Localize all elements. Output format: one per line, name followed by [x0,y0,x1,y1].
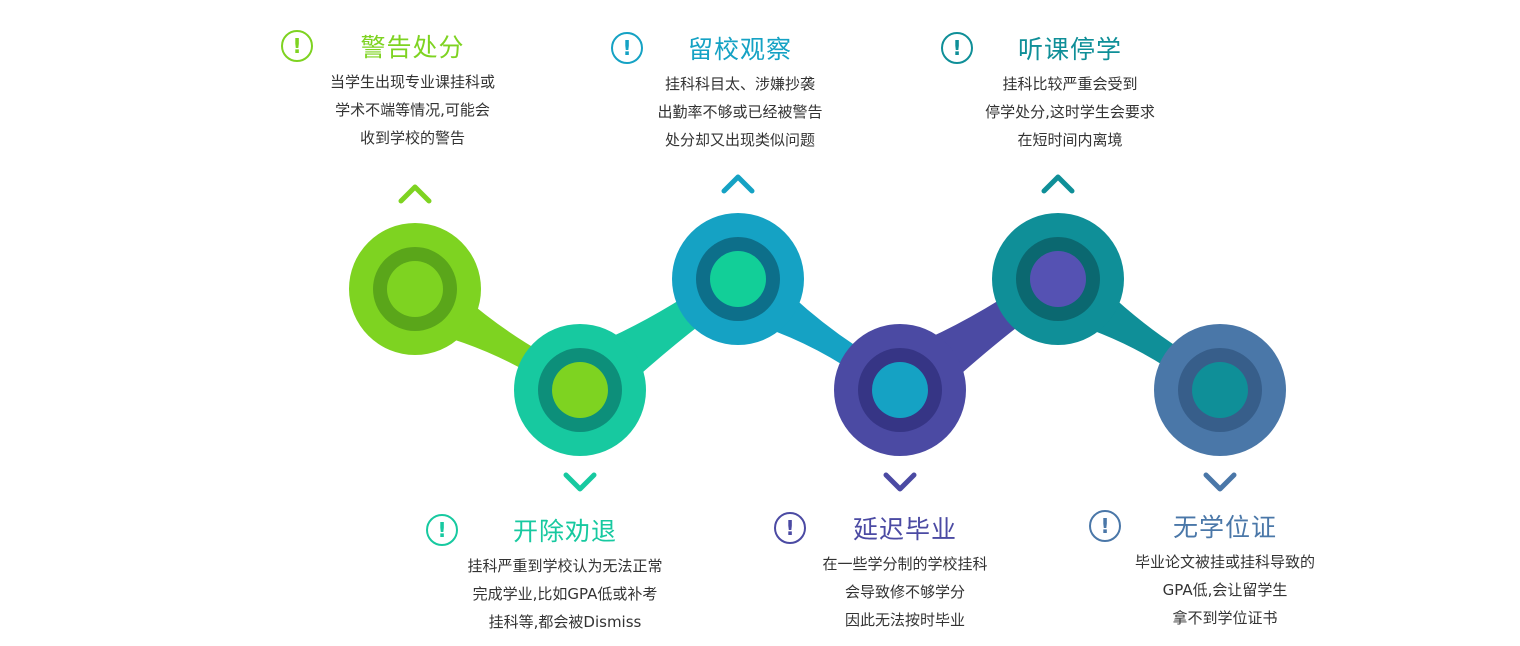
chevron-down-icon [563,472,597,492]
desc-line: 挂科比较严重会受到 [1002,75,1138,93]
node-center [387,261,443,317]
node-center [872,362,928,418]
desc-line: 在一些学分制的学校挂科 [822,555,988,573]
chevron-up-icon [721,174,755,194]
stage-title: 无学位证 [1172,513,1277,542]
desc-line: 在短时间内离境 [1017,131,1123,149]
desc-line: 出勤率不够或已经被警告 [657,103,823,121]
stage-title: 留校观察 [687,35,792,64]
desc-line: 毕业论文被挂或挂科导致的 [1134,553,1315,571]
chevron-up-icon [1041,174,1075,194]
node-center [1192,362,1248,418]
desc-line: 挂科科目太、涉嫌抄袭 [664,75,815,93]
desc-line: 处分却又出现类似问题 [664,131,815,149]
desc-line: 收到学校的警告 [359,129,465,147]
node-center [1030,251,1086,307]
desc-line: 挂科严重到学校认为无法正常 [467,557,663,575]
stage-block-delayed-graduation: ! 延迟毕业 在一些学分制的学校挂科 会导致修不够学分 因此无法按时毕业 [770,510,1040,634]
stage-block-warning: ! 警告处分 当学生出现专业课挂科或 学术不端等情况,可能会 收到学校的警告 [275,28,550,152]
desc-line: 拿不到学位证书 [1172,609,1278,627]
exclamation-circle-icon: ! [941,32,973,64]
stage-description: 当学生出现专业课挂科或 学术不端等情况,可能会 收到学校的警告 [275,68,550,152]
node-center [552,362,608,418]
stage-block-probation: ! 留校观察 挂科科目太、涉嫌抄袭 出勤率不够或已经被警告 处分却又出现类似问题 [605,30,875,154]
stage-description: 毕业论文被挂或挂科导致的 GPA低,会让留学生 拿不到学位证书 [1085,548,1365,632]
stage-description: 挂科严重到学校认为无法正常 完成学业,比如GPA低或补考 挂科等,都会被Dism… [420,552,710,636]
desc-line: 学术不端等情况,可能会 [335,101,490,119]
stage-title: 听课停学 [1017,35,1122,64]
desc-line: GPA低,会让留学生 [1162,581,1288,599]
stage-title: 延迟毕业 [852,515,957,544]
desc-line: 停学处分,这时学生会要求 [985,103,1155,121]
chevron-down-icon [883,472,917,492]
exclamation-circle-icon: ! [774,512,806,544]
exclamation-circle-icon: ! [611,32,643,64]
desc-line: 当学生出现专业课挂科或 [329,73,495,91]
chevron-down-icon [1203,472,1237,492]
desc-line: 会导致修不够学分 [844,583,965,601]
desc-line: 挂科等,都会被Dismiss [488,613,642,631]
desc-line: 因此无法按时毕业 [844,611,965,629]
chevron-up-icon [398,184,432,204]
stage-description: 挂科比较严重会受到 停学处分,这时学生会要求 在短时间内离境 [935,70,1205,154]
exclamation-circle-icon: ! [1089,510,1121,542]
stage-title: 开除劝退 [512,517,617,546]
exclamation-circle-icon: ! [426,514,458,546]
stage-block-no-degree: ! 无学位证 毕业论文被挂或挂科导致的 GPA低,会让留学生 拿不到学位证书 [1085,508,1365,632]
node-center [710,251,766,307]
stage-block-dismissal: ! 开除劝退 挂科严重到学校认为无法正常 完成学业,比如GPA低或补考 挂科等,… [420,512,710,636]
stage-description: 在一些学分制的学校挂科 会导致修不够学分 因此无法按时毕业 [770,550,1040,634]
stage-title: 警告处分 [360,33,465,62]
exclamation-circle-icon: ! [281,30,313,62]
desc-line: 完成学业,比如GPA低或补考 [472,585,658,603]
stage-description: 挂科科目太、涉嫌抄袭 出勤率不够或已经被警告 处分却又出现类似问题 [605,70,875,154]
stage-block-suspension: ! 听课停学 挂科比较严重会受到 停学处分,这时学生会要求 在短时间内离境 [935,30,1205,154]
